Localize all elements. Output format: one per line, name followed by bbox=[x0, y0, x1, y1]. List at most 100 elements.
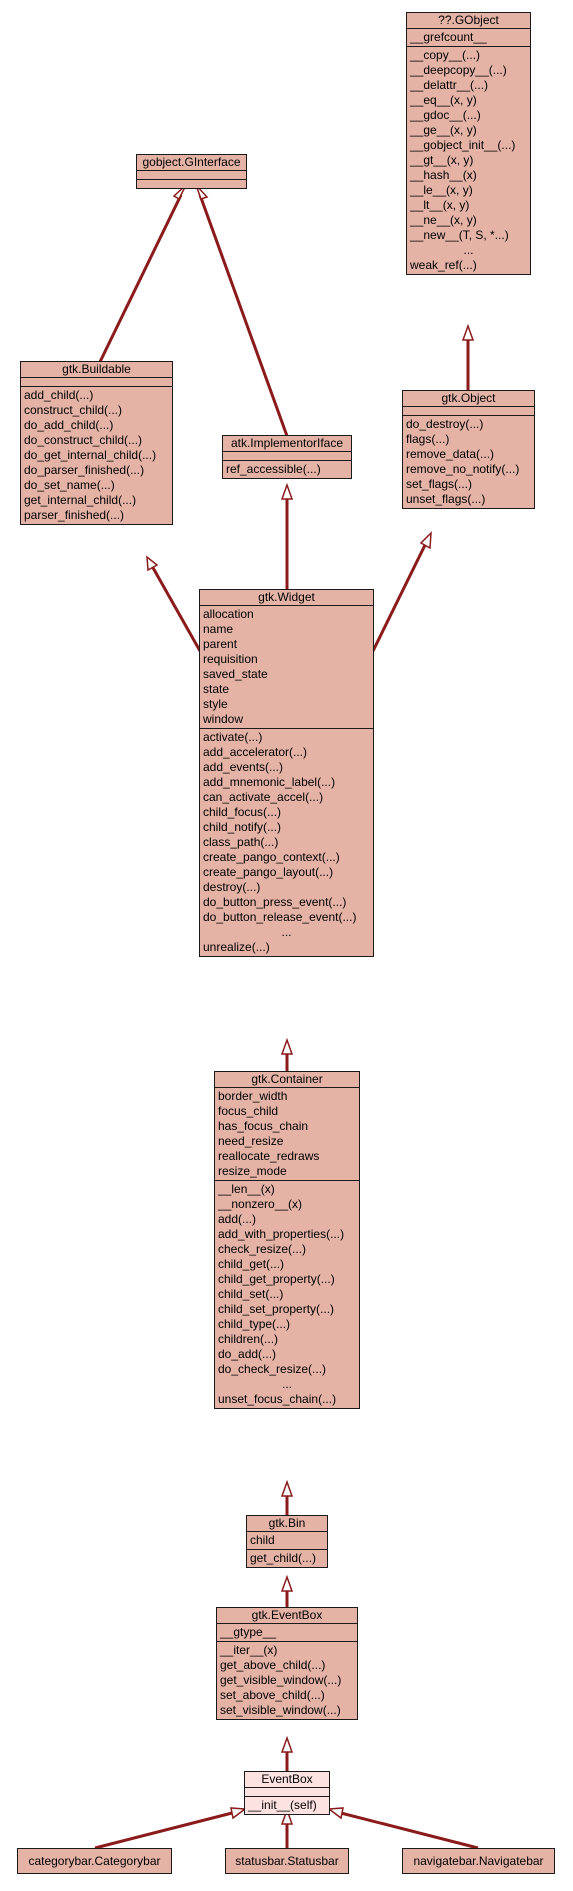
method-row: child_type(...) bbox=[218, 1317, 291, 1331]
attributes-section bbox=[403, 407, 534, 416]
attribute-row: focus_child bbox=[218, 1104, 279, 1118]
method-row: remove_data(...) bbox=[406, 447, 495, 461]
methods-section: get_child(...) bbox=[247, 1550, 327, 1567]
attributes-section bbox=[137, 171, 246, 180]
class-bin: gtk.Bin child get_child(...) bbox=[246, 1515, 328, 1568]
method-row: __lt__(x, y) bbox=[410, 198, 470, 212]
edge-categorybar-eventbox bbox=[94, 1810, 237, 1850]
arrowhead-eventbox-right bbox=[326, 1807, 344, 1820]
class-name: EventBox bbox=[245, 1772, 329, 1788]
method-row: destroy(...) bbox=[203, 880, 261, 894]
attribute-row: __grefcount__ bbox=[410, 30, 487, 44]
method-row: unrealize(...) bbox=[203, 940, 270, 954]
arrowhead-gobject bbox=[461, 323, 475, 341]
arrowhead-gtkobject bbox=[419, 531, 432, 550]
attribute-row: window bbox=[203, 712, 244, 726]
method-row: do_destroy(...) bbox=[406, 417, 484, 431]
method-row: create_pango_layout(...) bbox=[203, 865, 334, 879]
method-row: child_focus(...) bbox=[203, 805, 282, 819]
method-row: unset_focus_chain(...) bbox=[218, 1392, 337, 1406]
method-row: ... bbox=[281, 1377, 292, 1391]
method-row: add_with_properties(...) bbox=[218, 1227, 345, 1241]
method-row: __delattr__(...) bbox=[410, 78, 489, 92]
method-row: child_notify(...) bbox=[203, 820, 282, 834]
method-row: class_path(...) bbox=[203, 835, 279, 849]
attribute-row: state bbox=[203, 682, 230, 696]
edge-navigatebar-eventbox bbox=[336, 1810, 479, 1850]
attribute-row: parent bbox=[203, 637, 238, 651]
method-row: do_set_name(...) bbox=[24, 478, 115, 492]
method-row: get_visible_window(...) bbox=[220, 1673, 342, 1687]
method-row: add_events(...) bbox=[203, 760, 284, 774]
attributes-section: __grefcount__ bbox=[407, 29, 530, 47]
method-row: set_above_child(...) bbox=[220, 1688, 325, 1702]
method-row: create_pango_context(...) bbox=[203, 850, 340, 864]
arrowhead-widget bbox=[280, 1037, 294, 1055]
class-buildable: gtk.Buildable add_child(...)construct_ch… bbox=[20, 361, 173, 525]
class-implementor: atk.ImplementorIface ref_accessible(...) bbox=[222, 435, 352, 479]
methods-section: add_child(...)construct_child(...)do_add… bbox=[21, 387, 172, 524]
method-row: child_set(...) bbox=[218, 1287, 284, 1301]
method-row: do_check_resize(...) bbox=[218, 1362, 327, 1376]
method-row: children(...) bbox=[218, 1332, 279, 1346]
attribute-row: saved_state bbox=[203, 667, 268, 681]
method-row: __gdoc__(...) bbox=[410, 108, 481, 122]
method-row: set_visible_window(...) bbox=[220, 1703, 341, 1717]
attributes-section: child bbox=[247, 1532, 327, 1550]
methods-section: activate(...)add_accelerator(...)add_eve… bbox=[200, 729, 373, 956]
attributes-section: __gtype__ bbox=[217, 1624, 357, 1642]
attribute-row: allocation bbox=[203, 607, 254, 621]
class-name: gtk.Container bbox=[215, 1072, 359, 1088]
edge-widget-gtkobject bbox=[371, 542, 428, 652]
method-row: __len__(x) bbox=[218, 1182, 275, 1196]
method-row: do_parser_finished(...) bbox=[24, 463, 145, 477]
method-row: set_flags(...) bbox=[406, 477, 473, 491]
method-row: __eq__(x, y) bbox=[410, 93, 477, 107]
method-row: __copy__(...) bbox=[410, 48, 481, 62]
method-row: __init__(self) bbox=[248, 1798, 317, 1812]
class-name: categorybar.Categorybar bbox=[28, 1854, 161, 1868]
attribute-row: child bbox=[250, 1533, 275, 1547]
arrowhead-container bbox=[280, 1479, 294, 1497]
method-row: ... bbox=[463, 243, 474, 257]
arrowhead-eventbox-left bbox=[230, 1807, 248, 1820]
class-name: gtk.EventBox bbox=[217, 1608, 357, 1624]
method-row: weak_ref(...) bbox=[410, 258, 477, 272]
method-row: get_child(...) bbox=[250, 1551, 317, 1565]
attribute-row: has_focus_chain bbox=[218, 1119, 309, 1133]
class-name: atk.ImplementorIface bbox=[223, 436, 351, 452]
attribute-row: style bbox=[203, 697, 228, 711]
class-name: gtk.Widget bbox=[200, 590, 373, 606]
method-row: do_construct_child(...) bbox=[24, 433, 143, 447]
class-statusbar: statusbar.Statusbar bbox=[225, 1848, 349, 1874]
method-row: __new__(T, S, *...) bbox=[410, 228, 509, 242]
class-name: gtk.Object bbox=[403, 391, 534, 407]
method-row: ... bbox=[281, 925, 292, 939]
methods-section: __len__(x)__nonzero__(x)add(...)add_with… bbox=[215, 1181, 359, 1408]
method-row: __nonzero__(x) bbox=[218, 1197, 303, 1211]
methods-section: __init__(self) bbox=[245, 1797, 329, 1814]
method-row: child_set_property(...) bbox=[218, 1302, 335, 1316]
class-gtkobject: gtk.Object do_destroy(...)flags(...)remo… bbox=[402, 390, 535, 509]
class-gobject: ??.GObject __grefcount__ __copy__(...)__… bbox=[406, 12, 531, 275]
arrowhead-bin bbox=[280, 1574, 294, 1592]
method-row: can_activate_accel(...) bbox=[203, 790, 324, 804]
method-row: __hash__(x) bbox=[410, 168, 477, 182]
attribute-row: border_width bbox=[218, 1089, 288, 1103]
attributes-section bbox=[245, 1788, 329, 1797]
method-row: add(...) bbox=[218, 1212, 257, 1226]
class-gtk-eventbox: gtk.EventBox __gtype__ __iter__(x)get_ab… bbox=[216, 1607, 358, 1720]
class-categorybar: categorybar.Categorybar bbox=[17, 1848, 172, 1874]
attribute-row: name bbox=[203, 622, 234, 636]
edge-implementor-ginterface bbox=[198, 194, 289, 437]
method-row: add_child(...) bbox=[24, 388, 94, 402]
method-row: flags(...) bbox=[406, 432, 450, 446]
attribute-row: reallocate_redraws bbox=[218, 1149, 320, 1163]
class-name: gobject.GInterface bbox=[137, 155, 246, 171]
attribute-row: resize_mode bbox=[218, 1164, 287, 1178]
attributes-section bbox=[21, 378, 172, 387]
